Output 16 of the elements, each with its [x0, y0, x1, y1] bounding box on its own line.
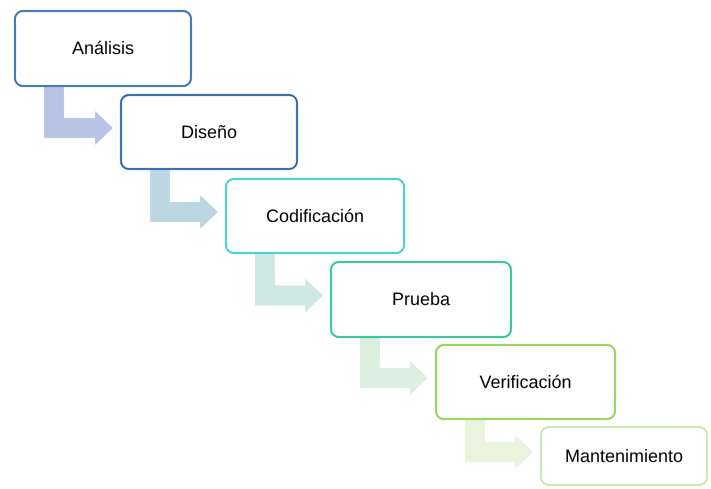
step-label: Codificación [266, 206, 364, 226]
bent-arrow [255, 254, 323, 312]
process-box [14, 10, 192, 87]
process-box [120, 94, 298, 170]
process-box [435, 344, 616, 420]
step-label: Mantenimiento [564, 446, 684, 466]
step-label: Prueba [392, 289, 450, 310]
process-box [330, 261, 512, 338]
step-label: Verificación [479, 372, 572, 392]
bent-arrow [150, 170, 218, 229]
bent-arrow [360, 338, 428, 395]
process-box [225, 178, 405, 254]
process-box [540, 426, 708, 486]
step-label: Análisis [72, 38, 134, 59]
bent-arrow [44, 87, 113, 145]
step-label: Diseño [180, 122, 238, 142]
